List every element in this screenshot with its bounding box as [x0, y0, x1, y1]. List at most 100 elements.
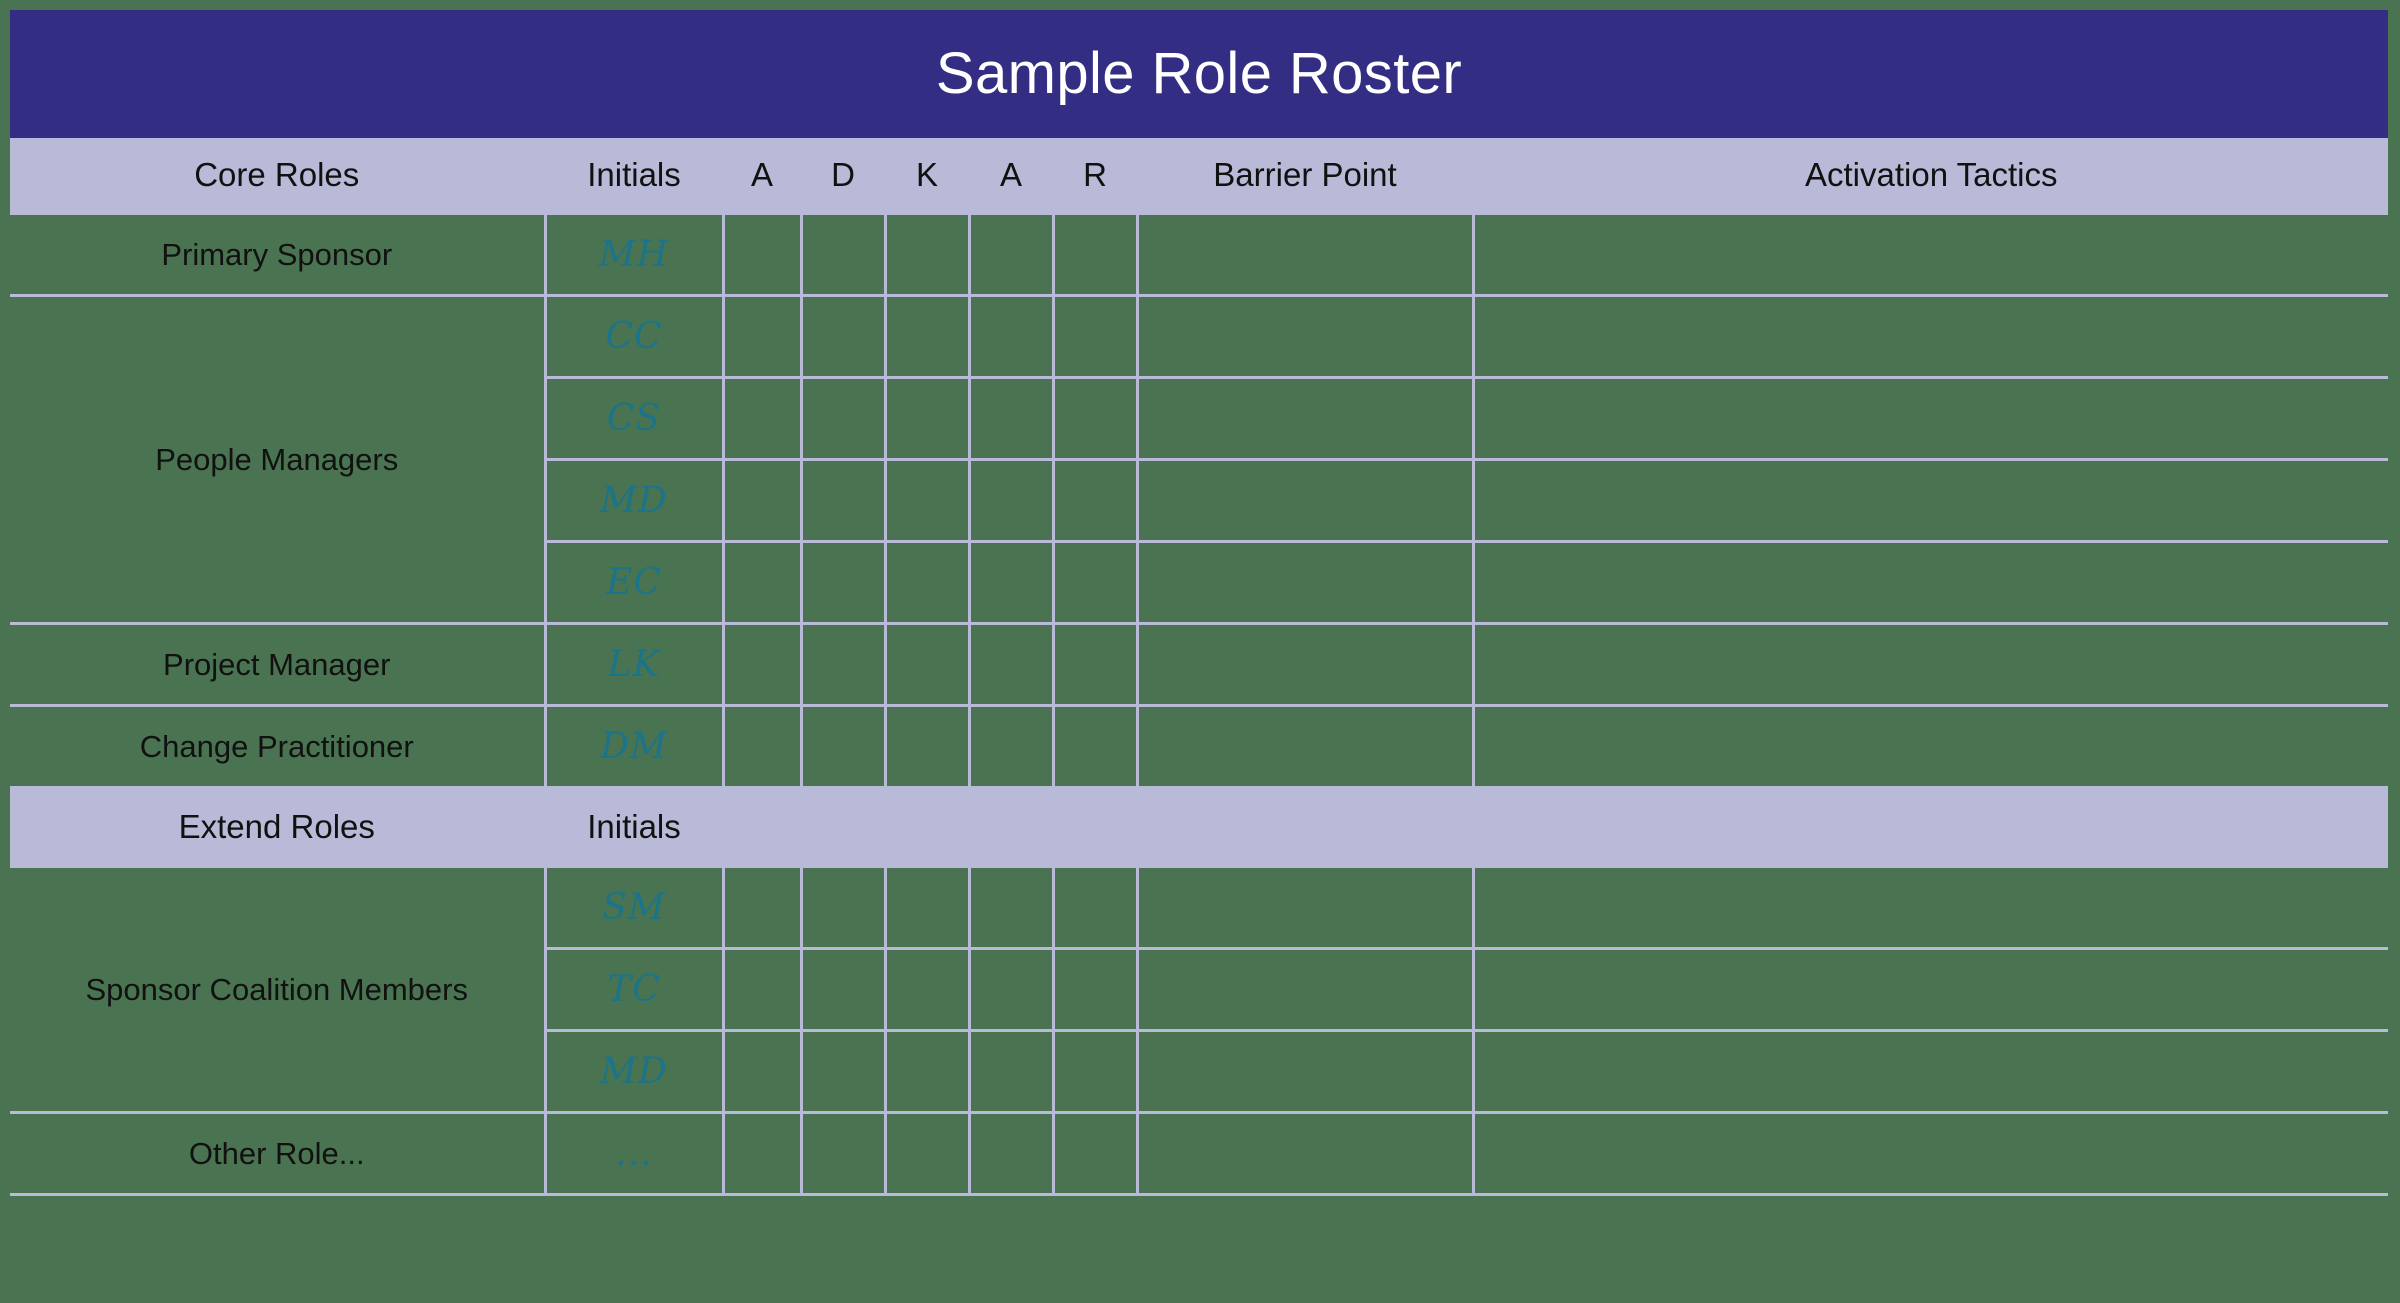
activation-tactics-cell[interactable] [1471, 704, 2388, 789]
barrier-point-cell[interactable] [1135, 947, 1475, 1032]
adkar-k-cell[interactable] [883, 458, 971, 543]
adkar-d-cell[interactable] [799, 540, 887, 625]
adkar-r-cell[interactable] [1051, 376, 1139, 461]
adkar-r-cell[interactable] [1051, 865, 1139, 950]
adkar-k-cell[interactable] [883, 622, 971, 707]
adkar-a2-cell[interactable] [967, 1111, 1055, 1196]
initials-cell[interactable]: CS [543, 376, 725, 461]
adkar-r-cell[interactable] [1051, 458, 1139, 543]
adkar-d-cell[interactable] [799, 458, 887, 543]
initials-cell[interactable]: TC [543, 947, 725, 1032]
adkar-a-cell[interactable] [721, 865, 803, 950]
barrier-point-cell[interactable] [1135, 540, 1475, 625]
table-row: People Managers CC [10, 294, 2388, 625]
adkar-d-cell[interactable] [799, 294, 887, 379]
initials-cell[interactable]: MD [543, 1029, 725, 1114]
role-label-primary-sponsor: Primary Sponsor [10, 212, 547, 297]
adkar-a2-cell[interactable] [967, 376, 1055, 461]
adkar-k-cell[interactable] [883, 376, 971, 461]
adkar-r-cell[interactable] [1051, 212, 1139, 297]
adkar-d-cell[interactable] [799, 704, 887, 789]
initials-cell[interactable]: EC [543, 540, 725, 625]
page-title: Sample Role Roster [935, 41, 1463, 106]
roster-sheet: Sample Role Roster Core Roles Initials A… [10, 10, 2388, 1293]
adkar-k-cell[interactable] [883, 1111, 971, 1196]
activation-tactics-cell[interactable] [1471, 376, 2388, 461]
adkar-a-cell[interactable] [721, 947, 803, 1032]
adkar-d-cell[interactable] [799, 1111, 887, 1196]
initials-cell[interactable]: MD [543, 458, 725, 543]
adkar-k-cell[interactable] [883, 1029, 971, 1114]
adkar-r-cell[interactable] [1051, 704, 1139, 789]
activation-tactics-cell[interactable] [1471, 294, 2388, 379]
extend-roles-banner-row: Extend Roles Initials [10, 786, 2388, 868]
activation-tactics-cell[interactable] [1471, 947, 2388, 1032]
activation-tactics-cell[interactable] [1471, 622, 2388, 707]
adkar-d-cell[interactable] [799, 1029, 887, 1114]
barrier-point-cell[interactable] [1135, 458, 1475, 543]
adkar-k-cell[interactable] [883, 212, 971, 297]
activation-tactics-cell[interactable] [1471, 1029, 2388, 1114]
initials-cell[interactable]: CC [543, 294, 725, 379]
adkar-d-cell[interactable] [799, 622, 887, 707]
adkar-a2-cell[interactable] [967, 704, 1055, 789]
table-row: Other Role... ... [10, 1111, 2388, 1196]
adkar-a2-cell[interactable] [967, 622, 1055, 707]
document-title-bar: Sample Role Roster [10, 10, 2388, 138]
adkar-r-cell[interactable] [1051, 540, 1139, 625]
initials-cell[interactable]: ... [543, 1111, 725, 1196]
adkar-a2-cell[interactable] [967, 458, 1055, 543]
table-row: Sponsor Coalition Members SM [10, 865, 2388, 1114]
adkar-d-cell[interactable] [799, 376, 887, 461]
barrier-point-cell[interactable] [1135, 865, 1475, 950]
adkar-a2-cell[interactable] [967, 865, 1055, 950]
barrier-point-cell[interactable] [1135, 294, 1475, 379]
adkar-a-cell[interactable] [721, 704, 803, 789]
barrier-point-cell[interactable] [1135, 704, 1475, 789]
adkar-a-cell[interactable] [721, 458, 803, 543]
adkar-r-cell[interactable] [1051, 622, 1139, 707]
activation-tactics-cell[interactable] [1471, 212, 2388, 297]
adkar-r-cell[interactable] [1051, 1111, 1139, 1196]
adkar-a-cell[interactable] [721, 1111, 803, 1196]
adkar-a-cell[interactable] [721, 376, 803, 461]
adkar-k-cell[interactable] [883, 947, 971, 1032]
adkar-k-cell[interactable] [883, 704, 971, 789]
adkar-k-cell[interactable] [883, 865, 971, 950]
barrier-point-cell[interactable] [1135, 212, 1475, 297]
initials-cell[interactable]: MH [543, 212, 725, 297]
adkar-r-cell[interactable] [1051, 947, 1139, 1032]
barrier-point-cell[interactable] [1135, 622, 1475, 707]
table-row: MD [10, 1029, 2388, 1114]
adkar-a-cell[interactable] [721, 1029, 803, 1114]
barrier-point-cell[interactable] [1135, 376, 1475, 461]
activation-tactics-cell[interactable] [1471, 1111, 2388, 1196]
adkar-d-cell[interactable] [799, 947, 887, 1032]
adkar-a-cell[interactable] [721, 540, 803, 625]
initials-cell[interactable]: LK [543, 622, 725, 707]
adkar-a2-cell[interactable] [967, 294, 1055, 379]
adkar-k-cell[interactable] [883, 294, 971, 379]
adkar-d-cell[interactable] [799, 212, 887, 297]
activation-tactics-cell[interactable] [1471, 865, 2388, 950]
barrier-point-cell[interactable] [1135, 1029, 1475, 1114]
adkar-d-cell[interactable] [799, 865, 887, 950]
adkar-a-cell[interactable] [721, 212, 803, 297]
adkar-a2-cell[interactable] [967, 1029, 1055, 1114]
adkar-r-cell[interactable] [1051, 1029, 1139, 1114]
table-row: EC [10, 540, 2388, 625]
adkar-r-cell[interactable] [1051, 294, 1139, 379]
barrier-point-cell[interactable] [1135, 1111, 1475, 1196]
activation-tactics-cell[interactable] [1471, 540, 2388, 625]
adkar-a-cell[interactable] [721, 294, 803, 379]
adkar-a2-cell[interactable] [967, 540, 1055, 625]
banner-filler-tactics [1471, 786, 2388, 868]
adkar-k-cell[interactable] [883, 540, 971, 625]
activation-tactics-cell[interactable] [1471, 458, 2388, 543]
adkar-a2-cell[interactable] [967, 947, 1055, 1032]
adkar-a-cell[interactable] [721, 622, 803, 707]
adkar-a2-cell[interactable] [967, 212, 1055, 297]
initials-cell[interactable]: SM [543, 865, 725, 950]
initials-cell[interactable]: DM [543, 704, 725, 789]
banner-filler-k [883, 786, 971, 868]
